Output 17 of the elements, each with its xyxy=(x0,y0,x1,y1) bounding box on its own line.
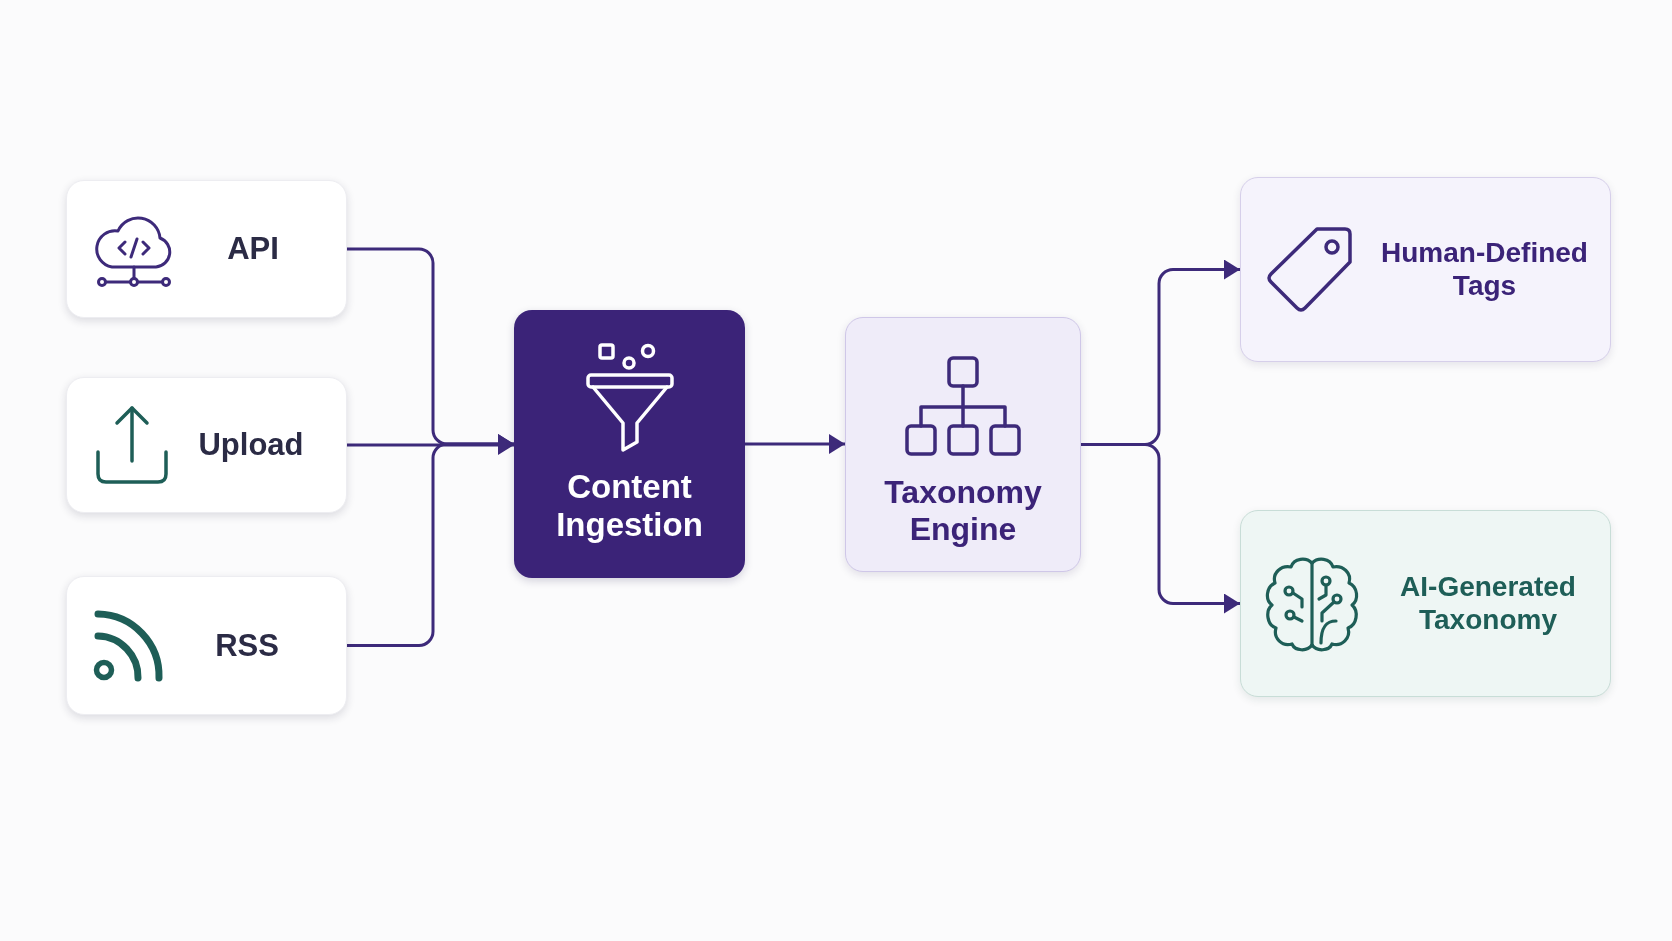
output-box xyxy=(1240,177,1611,362)
node-label: Upload xyxy=(198,427,304,463)
process-box xyxy=(514,310,745,578)
arrow xyxy=(745,434,845,454)
arrow xyxy=(347,434,514,647)
node-label: API xyxy=(227,231,279,267)
source-box xyxy=(66,576,347,715)
node-label: Content Ingestion xyxy=(555,468,704,544)
source-box xyxy=(66,180,347,318)
output-box xyxy=(1240,510,1611,697)
source-box xyxy=(66,377,347,513)
arrow xyxy=(1081,443,1240,614)
process-box xyxy=(845,317,1081,572)
node-label: Taxonomy Engine xyxy=(883,474,1043,548)
node-label: Human-Defined Tags xyxy=(1380,237,1589,302)
node-label: AI-Generated Taxonomy xyxy=(1399,571,1577,636)
node-label: RSS xyxy=(215,627,279,664)
